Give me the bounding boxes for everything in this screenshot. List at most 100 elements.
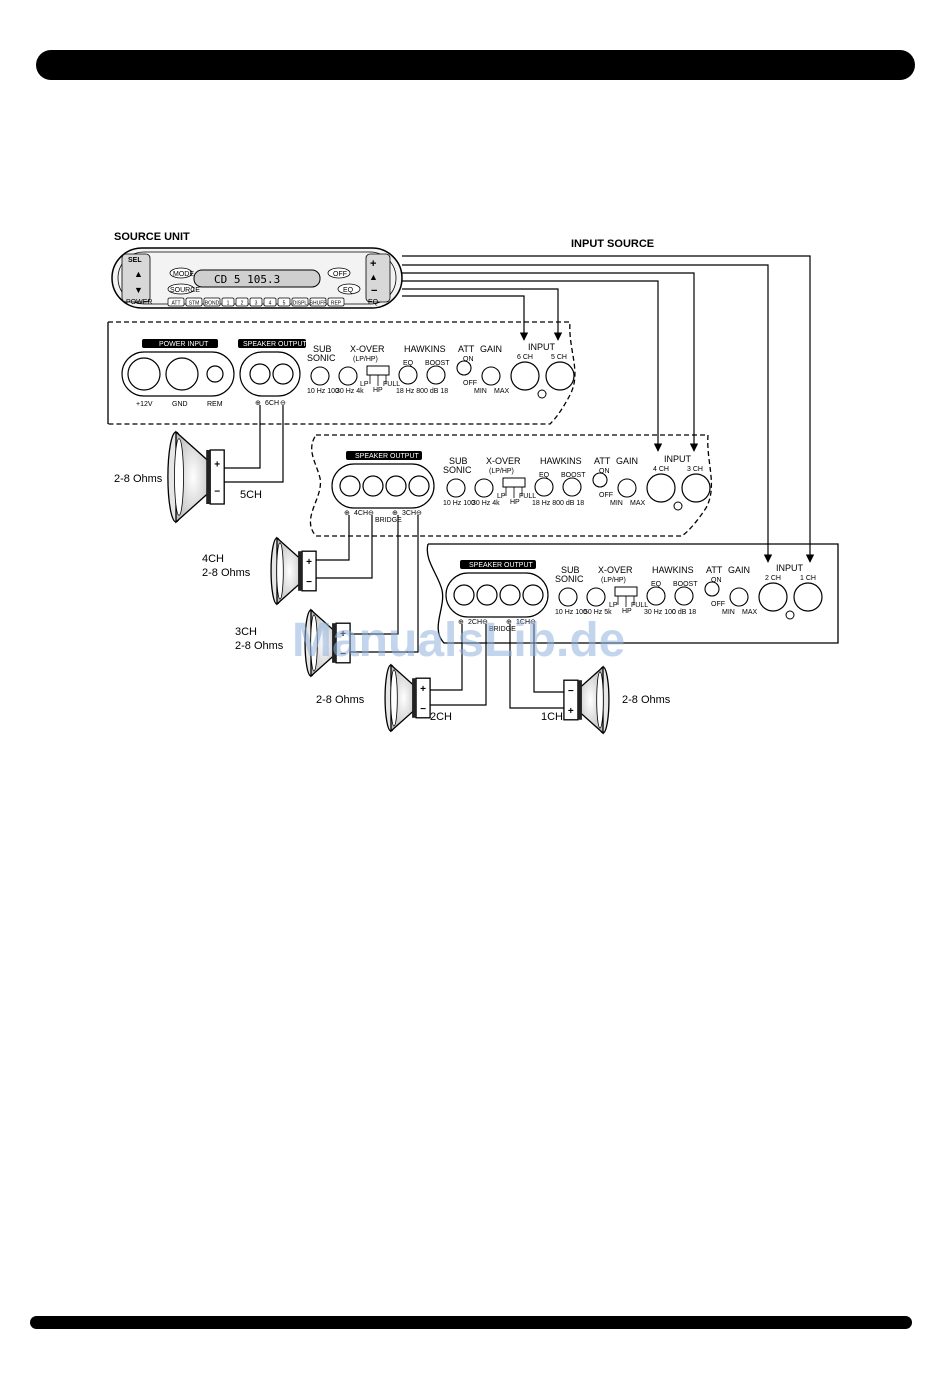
boost-knob[interactable]: [674, 586, 694, 606]
preset-button[interactable]: [235, 297, 249, 307]
up-arrow-icon[interactable]: ▲: [134, 269, 143, 279]
minus-terminal-icon: −: [306, 577, 312, 588]
plus-terminal-icon: ⊕: [506, 619, 512, 626]
speakers: +−+−+−+−−+: [167, 430, 610, 735]
crossover-switch[interactable]: [366, 365, 390, 376]
speaker-out-terminal[interactable]: [476, 584, 498, 606]
speaker-out-terminal[interactable]: [385, 475, 407, 497]
xover-knob[interactable]: [338, 366, 358, 386]
mode-button[interactable]: [169, 267, 193, 279]
rca-input-5ch[interactable]: [545, 361, 575, 391]
crossover-switch[interactable]: [502, 477, 526, 488]
speaker-out-terminal[interactable]: [272, 363, 294, 385]
rca-input-4ch[interactable]: [646, 473, 676, 503]
speaker-out-terminal[interactable]: [453, 584, 475, 606]
preset-button[interactable]: [221, 297, 235, 307]
speaker-2ch-channel: 2CH: [430, 711, 452, 723]
preset-button[interactable]: [309, 297, 327, 307]
sel-button[interactable]: SEL: [128, 257, 142, 264]
preset-button[interactable]: [203, 297, 221, 307]
rca-input-3ch[interactable]: [681, 473, 711, 503]
plus-button[interactable]: +: [370, 258, 376, 270]
full-label: FULL: [383, 381, 400, 388]
terminal-gnd-label: GND: [172, 401, 188, 408]
xover-scale: 50 Hz 5k: [584, 609, 612, 616]
input-1ch-label: 1 CH: [800, 575, 816, 582]
preset-button-label: 4: [269, 301, 272, 307]
power-gnd-terminal[interactable]: [165, 357, 199, 391]
preset-button[interactable]: [277, 297, 291, 307]
att-switch[interactable]: [704, 581, 720, 597]
eq-knob[interactable]: [398, 365, 418, 385]
eq-knob[interactable]: [534, 477, 554, 497]
rca-input-2ch[interactable]: [758, 582, 788, 612]
input-6ch-label: 6 CH: [517, 354, 533, 361]
plus-terminal-icon: +: [420, 684, 426, 695]
speaker-out-terminal[interactable]: [499, 584, 521, 606]
power-12v-terminal[interactable]: [127, 357, 161, 391]
speaker-out-terminal[interactable]: [339, 475, 361, 497]
preset-button[interactable]: [263, 297, 277, 307]
att-off-label: OFF: [711, 601, 725, 608]
preset-button[interactable]: [291, 297, 309, 307]
att-on-label: ON: [599, 468, 610, 475]
power-rem-terminal[interactable]: [206, 365, 224, 383]
minus-button[interactable]: −: [371, 285, 377, 297]
preset-button-label: REP: [331, 301, 342, 307]
speaker-out-terminal[interactable]: [362, 475, 384, 497]
gain-max-label: MAX: [630, 500, 646, 507]
preset-button[interactable]: [327, 297, 345, 307]
minus-terminal-icon: ⊖: [482, 619, 488, 626]
gain-label: GAIN: [728, 565, 750, 575]
bridge-label: BRIDGE: [375, 517, 402, 524]
preset-button-label: 3: [255, 301, 258, 307]
boost-knob[interactable]: [562, 477, 582, 497]
rca-input-6ch[interactable]: [510, 361, 540, 391]
down-arrow-icon[interactable]: ▼: [134, 285, 143, 295]
hawkins-label: HAWKINS: [404, 344, 446, 354]
eq-button[interactable]: [337, 283, 361, 295]
led-indicator: [537, 389, 547, 399]
preset-button[interactable]: [249, 297, 263, 307]
amplifier-top: POWER INPUT +12V GND REM SPEAKER OUTPUT …: [107, 321, 576, 425]
source-button[interactable]: [167, 283, 195, 295]
eq-knob[interactable]: [646, 586, 666, 606]
att-switch[interactable]: [592, 472, 608, 488]
gain-knob[interactable]: [729, 587, 749, 607]
full-label: FULL: [519, 493, 536, 500]
speaker-out-terminal[interactable]: [249, 363, 271, 385]
speaker-4ch-impedance: 2-8 Ohms: [202, 567, 251, 579]
preset-button[interactable]: [167, 297, 185, 307]
minus-terminal-icon: ⊖: [416, 510, 422, 517]
att-off-label: OFF: [463, 380, 477, 387]
power-button[interactable]: POWER: [126, 299, 152, 306]
att-switch[interactable]: [456, 360, 472, 376]
watermark: ManualsLib.de: [292, 614, 625, 667]
speaker-out-terminal[interactable]: [408, 475, 430, 497]
boost-knob[interactable]: [426, 365, 446, 385]
channel-a-label: 4CH: [354, 510, 368, 517]
subsonic-knob[interactable]: [446, 478, 466, 498]
xover-knob[interactable]: [586, 587, 606, 607]
gain-min-label: MIN: [610, 500, 623, 507]
subsonic-knob[interactable]: [558, 587, 578, 607]
eq-scale: 18 Hz 80: [396, 388, 424, 395]
gain-knob[interactable]: [481, 366, 501, 386]
sonic-label: SONIC: [555, 574, 584, 584]
off-button[interactable]: [327, 267, 351, 279]
eq-label: EQ: [539, 472, 550, 479]
rca-input-1ch[interactable]: [793, 582, 823, 612]
boost-label: BOOST: [425, 360, 450, 367]
speaker-out-terminal[interactable]: [522, 584, 544, 606]
boost-label: BOOST: [561, 472, 586, 479]
att-on-label: ON: [463, 356, 474, 363]
crossover-switch[interactable]: [614, 586, 638, 597]
preset-button[interactable]: [185, 297, 203, 307]
preset-button-label: 1: [227, 301, 230, 307]
gain-knob[interactable]: [617, 478, 637, 498]
speaker-wires: [216, 405, 572, 709]
header-bar: [36, 50, 915, 80]
up-arrow-icon[interactable]: ▲: [369, 272, 378, 282]
subsonic-knob[interactable]: [310, 366, 330, 386]
xover-knob[interactable]: [474, 478, 494, 498]
